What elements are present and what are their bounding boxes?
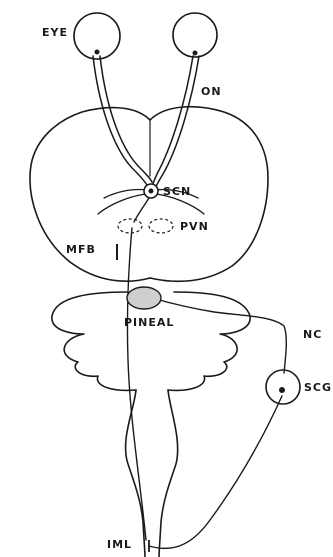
- nc-pathway: [152, 298, 286, 373]
- optic-nerve-right: [150, 56, 199, 194]
- label-scg: SCG: [304, 381, 332, 394]
- optic-tract-left-2: [104, 189, 146, 198]
- label-iml: IML: [107, 538, 132, 551]
- cerebellum-right: [168, 292, 250, 390]
- label-scn: SCN: [163, 185, 191, 198]
- label-pvn: PVN: [180, 220, 209, 233]
- right-eye: [173, 13, 217, 57]
- brainstem-outline: [126, 390, 145, 557]
- cerebellum-left: [52, 292, 136, 390]
- scn-pvn-pathway: [134, 198, 149, 222]
- label-eye: EYE: [42, 26, 68, 39]
- pineal-gland: [127, 287, 161, 309]
- scn-nucleus: [144, 184, 158, 198]
- label-on: ON: [201, 85, 222, 98]
- pvn-nuclei: [118, 219, 173, 233]
- optic-nerve-left: [93, 56, 152, 190]
- label-mfb: MFB: [66, 243, 96, 256]
- label-nc: NC: [303, 328, 322, 341]
- scg-ganglion: [266, 370, 300, 404]
- label-pineal: PINEAL: [124, 316, 174, 329]
- brainstem-outline-right: [159, 390, 178, 557]
- iml-scg-pathway: [149, 396, 282, 548]
- left-eye: [74, 13, 120, 59]
